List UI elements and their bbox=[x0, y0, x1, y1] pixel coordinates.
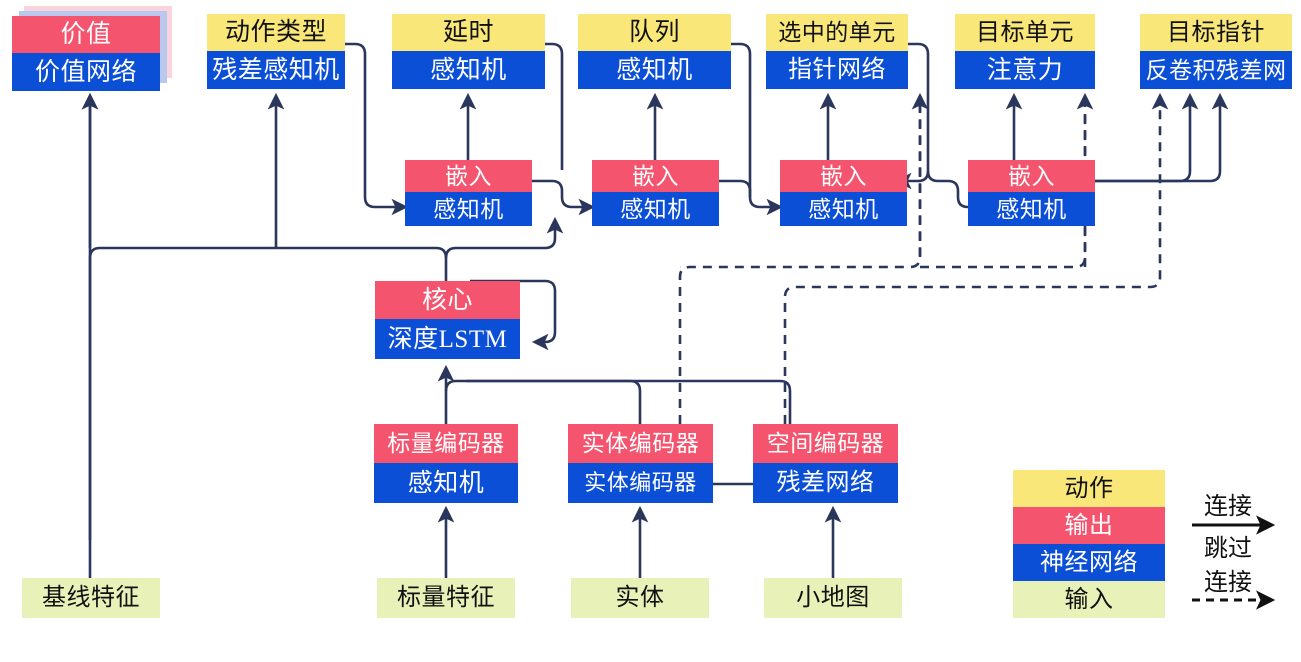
node-embed-2[interactable]: 嵌入 感知机 bbox=[592, 160, 719, 226]
node-delay-bottom: 感知机 bbox=[392, 51, 545, 89]
node-entity-encoder[interactable]: 实体编码器 实体编码器 bbox=[568, 424, 713, 503]
node-spatial-encoder[interactable]: 空间编码器 残差网络 bbox=[753, 424, 898, 503]
wire-core-to-embed1 bbox=[544, 216, 564, 250]
node-target-unit-top: 目标单元 bbox=[955, 14, 1095, 51]
node-embed-4-bottom: 感知机 bbox=[968, 192, 1095, 226]
node-embed-1[interactable]: 嵌入 感知机 bbox=[405, 160, 532, 226]
wire-embed4-to-targetpoint bbox=[1080, 92, 1229, 183]
node-target-point-top: 目标指针 bbox=[1140, 14, 1292, 51]
node-selected-units-bottom: 指针网络 bbox=[766, 51, 908, 89]
node-delay[interactable]: 延时 感知机 bbox=[392, 14, 545, 89]
wire-selectedunits-to-embed4 bbox=[926, 170, 992, 216]
node-scalar-encoder-top: 标量编码器 bbox=[374, 424, 518, 463]
node-target-point[interactable]: 目标指针 反卷积残差网 bbox=[1140, 14, 1292, 89]
node-selected-units-top: 选中的单元 bbox=[766, 14, 908, 51]
node-value-top: 价值 bbox=[12, 16, 160, 53]
node-action-type-bottom: 残差感知机 bbox=[207, 51, 345, 89]
node-embed-1-top: 嵌入 bbox=[405, 160, 532, 192]
node-embed-4-top: 嵌入 bbox=[968, 160, 1095, 192]
legend-skip-text-1: 跳过 bbox=[1204, 536, 1252, 562]
node-scalar-encoder[interactable]: 标量编码器 感知机 bbox=[374, 424, 518, 503]
node-embed-4[interactable]: 嵌入 感知机 bbox=[968, 160, 1095, 226]
input-minimap[interactable]: 小地图 bbox=[764, 578, 902, 618]
skip-spatial-to-targetpoint bbox=[783, 92, 1169, 424]
node-value-bottom: 价值网络 bbox=[12, 53, 160, 91]
node-core[interactable]: 核心 深度LSTM bbox=[375, 281, 520, 359]
wire-encoder-bus bbox=[444, 379, 792, 424]
node-core-top: 核心 bbox=[375, 281, 520, 319]
input-baseline-features[interactable]: 基线特征 bbox=[22, 578, 160, 618]
legend-network-label: 神经网络 bbox=[1013, 544, 1165, 581]
input-entities[interactable]: 实体 bbox=[571, 578, 709, 618]
node-embed-3-bottom: 感知机 bbox=[780, 192, 907, 226]
node-embed-2-bottom: 感知机 bbox=[592, 192, 719, 226]
legend-input-label: 输入 bbox=[1013, 581, 1165, 618]
legend-connection-text: 连接 bbox=[1204, 494, 1252, 520]
input-minimap-label: 小地图 bbox=[764, 578, 902, 618]
wire-core-self-loop bbox=[470, 279, 557, 351]
wire-core-out-left-down bbox=[88, 246, 448, 540]
node-target-unit-bottom: 注意力 bbox=[955, 51, 1095, 89]
node-core-bottom: 深度LSTM bbox=[375, 319, 520, 359]
wire-entityenc-bus-join bbox=[466, 379, 642, 424]
skip-branch-targetunit bbox=[920, 110, 1087, 269]
node-delay-top: 延时 bbox=[392, 14, 545, 51]
node-action-type-top: 动作类型 bbox=[207, 14, 345, 51]
skip-entity-to-selectedunits bbox=[678, 92, 929, 424]
node-target-point-bottom: 反卷积残差网 bbox=[1140, 51, 1292, 89]
wire-delay-to-embed2-down bbox=[545, 42, 564, 170]
node-queue[interactable]: 队列 感知机 bbox=[578, 14, 731, 89]
wire-embed2-to-embed3 bbox=[719, 179, 752, 197]
node-entity-encoder-bottom: 实体编码器 bbox=[568, 463, 713, 503]
input-scalar-features-label: 标量特征 bbox=[377, 578, 515, 618]
node-embed-3-top: 嵌入 bbox=[780, 160, 907, 192]
node-queue-top: 队列 bbox=[578, 14, 731, 51]
node-action-type[interactable]: 动作类型 残差感知机 bbox=[207, 14, 345, 89]
legend-action-label: 动作 bbox=[1013, 470, 1165, 507]
node-queue-bottom: 感知机 bbox=[578, 51, 731, 89]
node-embed-3[interactable]: 嵌入 感知机 bbox=[780, 160, 907, 226]
node-embed-1-bottom: 感知机 bbox=[405, 192, 532, 226]
wire-embed1-to-embed2 bbox=[532, 179, 596, 216]
node-selected-units[interactable]: 选中的单元 指针网络 bbox=[766, 14, 908, 89]
input-baseline-features-label: 基线特征 bbox=[22, 578, 160, 618]
wire-queue-to-embed3 bbox=[731, 42, 784, 216]
node-embed-2-top: 嵌入 bbox=[592, 160, 719, 192]
input-scalar-features[interactable]: 标量特征 bbox=[377, 578, 515, 618]
legend-swatches: 动作 输出 神经网络 输入 bbox=[1013, 470, 1165, 618]
node-entity-encoder-top: 实体编码器 bbox=[568, 424, 713, 463]
legend-skip-text-2: 连接 bbox=[1204, 570, 1252, 596]
node-spatial-encoder-top: 空间编码器 bbox=[753, 424, 898, 463]
wire-actiontype-to-embed1 bbox=[345, 42, 409, 216]
node-scalar-encoder-bottom: 感知机 bbox=[374, 463, 518, 503]
wire-selectedunits-to-embed4-left bbox=[894, 42, 930, 190]
input-entities-label: 实体 bbox=[571, 578, 709, 618]
wire-core-out-right bbox=[444, 246, 545, 281]
node-target-unit[interactable]: 目标单元 注意力 bbox=[955, 14, 1095, 89]
node-value[interactable]: 价值 价值网络 bbox=[12, 16, 160, 91]
legend-output-label: 输出 bbox=[1013, 507, 1165, 544]
node-spatial-encoder-bottom: 残差网络 bbox=[753, 463, 898, 503]
wire-embed4-to-targetpoint-2 bbox=[1080, 92, 1199, 183]
